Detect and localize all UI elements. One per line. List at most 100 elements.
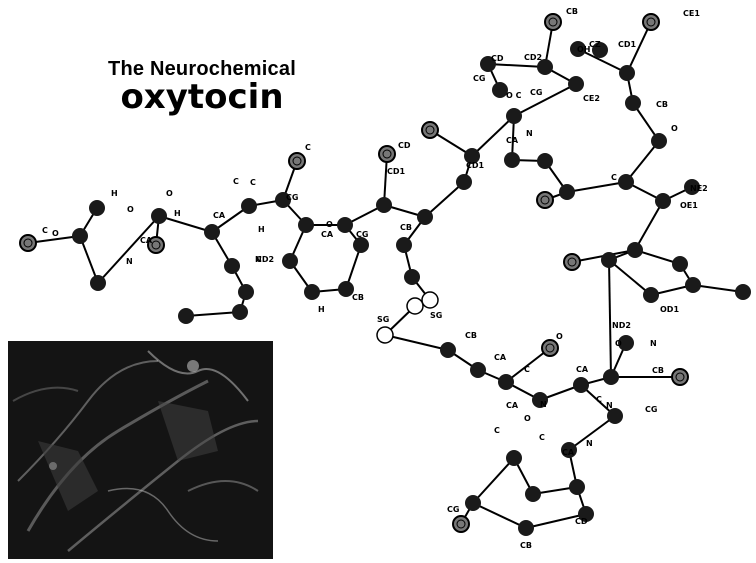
atom-label-1: O [52, 229, 59, 238]
oxygen-ring-48 [425, 125, 435, 135]
atom-label-9: N [126, 257, 133, 266]
micrograph-image [8, 341, 273, 559]
oxygen-atom-12 [288, 152, 306, 170]
atom-6 [204, 224, 220, 240]
sulfur-atom-26 [406, 297, 424, 315]
atom-13 [275, 192, 291, 208]
bond-31 [505, 347, 551, 383]
oxygen-ring-36 [675, 372, 685, 382]
atom-label-58: CE1 [683, 9, 700, 18]
atom-19 [337, 217, 353, 233]
atom-37 [607, 408, 623, 424]
atom-label-38: ND2 [612, 321, 631, 330]
atom-8 [224, 258, 240, 274]
oxygen-atom-48 [421, 121, 439, 139]
oxygen-atom-36 [671, 368, 689, 386]
oxygen-atom-69 [563, 253, 581, 271]
atom-44 [518, 520, 534, 536]
bond-73 [692, 284, 744, 293]
atom-label-26: CB [465, 331, 477, 340]
atom-label-31: CA [576, 365, 589, 374]
atom-label-67: NE2 [690, 184, 708, 193]
atom-label-27: CA [494, 353, 507, 362]
atom-28 [440, 342, 456, 358]
oxygen-atom-43 [452, 515, 470, 533]
atom-label-65: CD [491, 54, 504, 63]
atom-label-11: C [250, 178, 256, 187]
atom-39 [569, 479, 585, 495]
atom-label-0: H [111, 189, 118, 198]
bond-68 [634, 200, 664, 251]
atom-22 [417, 209, 433, 225]
atom-label-45: CG [447, 505, 459, 514]
atom-74 [643, 287, 659, 303]
oxygen-atom-20 [378, 145, 396, 163]
atom-3 [90, 275, 106, 291]
atom-29 [470, 362, 486, 378]
atom-65 [492, 82, 508, 98]
atom-label-15: N [255, 255, 262, 264]
oxygen-ring-58 [646, 17, 656, 27]
atom-24 [404, 269, 420, 285]
bond-76 [608, 259, 612, 378]
bond-64 [487, 63, 546, 68]
atom-label-25: SG [377, 315, 389, 324]
figure-title-line1: The Neurochemical [108, 58, 296, 80]
atom-2 [72, 228, 88, 244]
oxygen-ring-63 [548, 17, 558, 27]
atom-layer [19, 13, 751, 536]
atom-label-52: CA [506, 136, 519, 145]
atom-label-13: O [326, 220, 333, 229]
atom-label-53: N [526, 129, 533, 138]
atom-label-60: OH [577, 45, 591, 54]
atom-label-63: CB [566, 7, 578, 16]
atom-label-54: C [611, 173, 617, 182]
bond-55 [566, 181, 627, 193]
atom-label-43: O [524, 414, 531, 423]
figure-title-line2: oxytocin [120, 77, 284, 117]
atom-54 [618, 174, 634, 190]
atom-72 [685, 277, 701, 293]
atom-21 [376, 197, 392, 213]
oxygen-ring-5 [151, 240, 161, 250]
atom-57 [619, 65, 635, 81]
oxygen-ring-20 [382, 149, 392, 159]
oxygen-atom-31 [541, 339, 559, 357]
oxygen-ring-31 [545, 343, 555, 353]
bond-3 [97, 215, 160, 284]
atom-10 [178, 308, 194, 324]
oxygen-ring-43 [456, 519, 466, 529]
atom-30 [498, 374, 514, 390]
atom-15 [282, 253, 298, 269]
bond-60 [577, 48, 628, 74]
atom-label-33: O [615, 339, 622, 348]
atom-59 [570, 41, 586, 57]
bond-45 [525, 513, 587, 529]
bond-56 [625, 140, 660, 183]
atom-41 [506, 450, 522, 466]
sulfur-atom-27 [376, 326, 394, 344]
atom-label-3: O [166, 189, 173, 198]
atom-label-61: CE2 [583, 94, 600, 103]
atom-label-44: CA [506, 401, 519, 410]
oxygen-ring-0 [23, 238, 33, 248]
atom-50 [504, 152, 520, 168]
atom-label-57: CD1 [618, 40, 637, 49]
bond-75 [608, 259, 652, 296]
atom-label-35: CB [652, 366, 664, 375]
atom-label-20: CD [398, 141, 411, 150]
atom-label-39: CA [562, 448, 575, 457]
atom-34 [603, 369, 619, 385]
atom-42 [465, 495, 481, 511]
atom-label-7: C [233, 177, 239, 186]
atom-label-12: C [305, 143, 311, 152]
atom-label-49: CD1 [466, 161, 485, 170]
oxygen-ring-53 [540, 195, 550, 205]
atom-label-41: N [606, 401, 613, 410]
bond-61 [513, 83, 577, 117]
atom-label-46: CB [520, 541, 532, 550]
atom-4 [151, 208, 167, 224]
atom-7 [241, 198, 257, 214]
oxygen-atom-58 [642, 13, 660, 31]
atom-49 [506, 108, 522, 124]
